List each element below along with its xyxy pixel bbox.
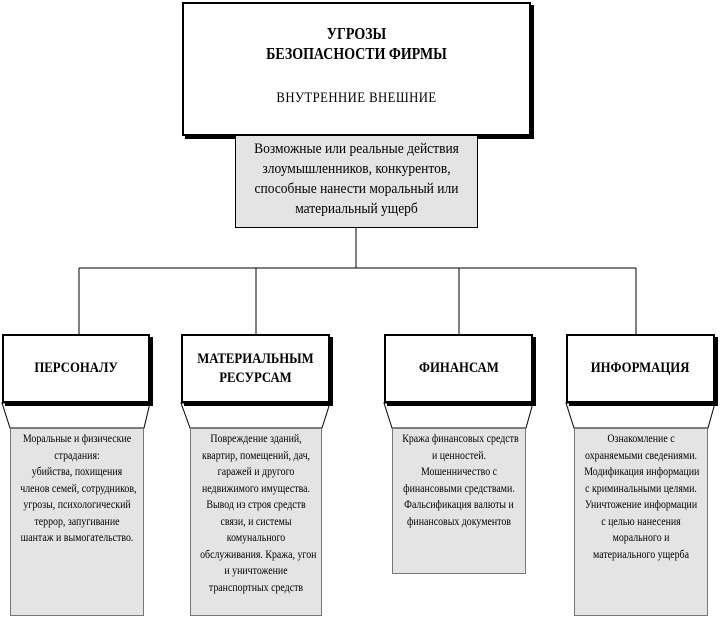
category-material-resources: МАТЕРИАЛЬНЫМ РЕСУРСАМ xyxy=(181,334,330,403)
description-line: способные нанести моральный или xyxy=(254,181,459,197)
title-line-2: БЕЗОПАСНОСТИ ФИРМЫ xyxy=(266,44,447,63)
threats-title-box: УГРОЗЫ БЕЗОПАСНОСТИ ФИРМЫ ВНУТРЕННИЕ ВНЕ… xyxy=(182,2,531,136)
trapezoid-1 xyxy=(1,402,151,429)
detail-line: Кража финансовых средств xyxy=(402,433,519,445)
category-label: ФИНАНСАМ xyxy=(418,360,499,376)
category-label: ИНФОРМАЦИЯ xyxy=(591,360,690,376)
trapezoid-4 xyxy=(565,402,716,429)
description-line: материальный ущерб xyxy=(295,201,418,217)
detail-line: материального ущерба xyxy=(593,548,689,561)
description-line: злоумышленников, конкурентов, xyxy=(262,161,451,177)
detail-line: Фальсификация валюты и xyxy=(404,499,514,511)
description-box: Возможные или реальные действия злоумышл… xyxy=(235,136,478,228)
detail-line: обслуживания. Кража, угон xyxy=(200,548,317,561)
detail-line: квартир, помещений, дач, xyxy=(201,449,311,462)
detail-line: недвижимого имущества. xyxy=(202,482,310,495)
detail-line: с целью нанесения xyxy=(601,515,681,528)
detail-finances: Кража финансовых средств и ценностей. Мо… xyxy=(392,428,526,574)
detail-information: Ознакомление с охраняемыми сведениями. М… xyxy=(574,428,708,616)
category-personnel: ПЕРСОНАЛУ xyxy=(2,334,150,403)
detail-line: Повреждение зданий, xyxy=(210,433,302,445)
trapezoid-2 xyxy=(180,402,331,429)
detail-line: с криминальными целями. xyxy=(585,482,697,495)
category-label: ПЕРСОНАЛУ xyxy=(34,360,118,376)
detail-line: Ознакомление с xyxy=(607,433,675,445)
detail-line: террор, запугивание xyxy=(34,515,120,528)
detail-material-resources: Повреждение зданий, квартир, помещений, … xyxy=(190,428,322,616)
title-line-1: УГРОЗЫ xyxy=(326,24,387,43)
category-information: ИНФОРМАЦИЯ xyxy=(566,334,715,403)
detail-line: транспортных средств xyxy=(208,581,304,594)
detail-line: Мошенничество с xyxy=(420,466,498,478)
detail-line: Вывод из строя средств xyxy=(206,499,306,511)
detail-line: Моральные и физические xyxy=(22,433,132,445)
detail-personnel: Моральные и физические страдания: убийст… xyxy=(10,428,144,616)
detail-line: гаражей и другого xyxy=(217,466,295,478)
detail-line: страдания: xyxy=(54,449,100,462)
detail-line: угрозы, психологический xyxy=(23,499,131,511)
detail-line: убийства, похищения xyxy=(31,466,123,478)
detail-line: шантаж и вымогательство. xyxy=(20,532,134,544)
detail-line: и ценностей. xyxy=(431,449,487,462)
detail-line: охраняемыми сведениями. xyxy=(585,449,697,462)
category-label: МАТЕРИАЛЬНЫМ xyxy=(197,350,314,367)
threats-title: УГРОЗЫ БЕЗОПАСНОСТИ ФИРМЫ xyxy=(215,24,498,64)
category-finances: ФИНАНСАМ xyxy=(384,334,533,403)
category-label: РЕСУРСАМ xyxy=(219,369,292,386)
detail-line: финансовыми средствами. xyxy=(403,482,515,495)
detail-line: Уничтожение информации xyxy=(584,499,698,511)
detail-line: финансовых документов xyxy=(407,515,511,528)
detail-line: членов семей, сотрудников, xyxy=(20,482,137,495)
detail-line: связи, и системы xyxy=(220,515,292,528)
detail-line: и уничтожение xyxy=(224,565,288,577)
threats-subtitle: ВНУТРЕННИЕ ВНЕШНИЕ xyxy=(276,90,437,106)
trapezoid-3 xyxy=(383,402,534,429)
detail-line: Модификация информации xyxy=(584,466,700,478)
detail-line: комунального xyxy=(226,532,286,544)
description-line: Возможные или реальные действия xyxy=(254,141,459,157)
detail-line: морального и xyxy=(612,532,670,544)
